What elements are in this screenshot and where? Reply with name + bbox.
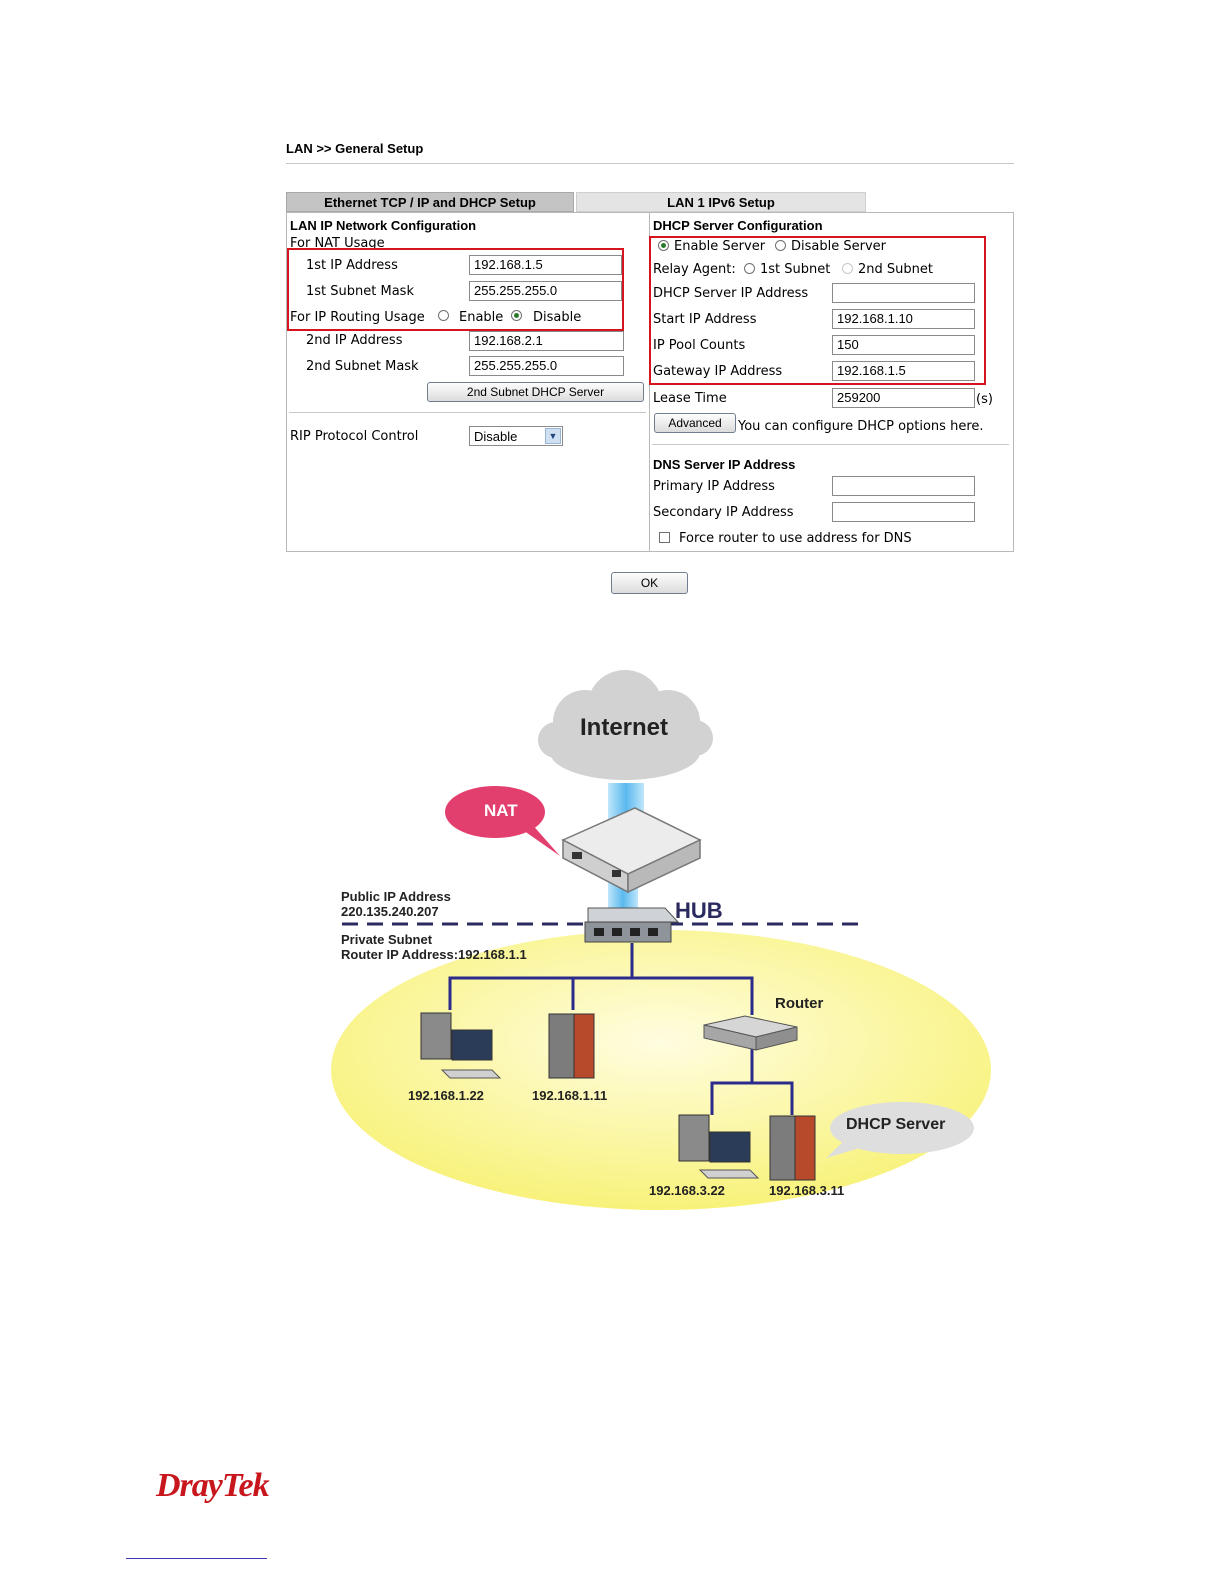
highlight-box-lan-ip <box>287 248 624 331</box>
mask1-label: 1st Subnet Mask <box>306 284 414 299</box>
enable-server-radio[interactable] <box>658 240 669 251</box>
ip2-label: 2nd IP Address <box>306 333 403 348</box>
relay-2nd-label: 2nd Subnet <box>858 262 933 277</box>
force-dns-checkbox[interactable] <box>659 532 670 543</box>
routing-disable-radio[interactable] <box>511 310 522 321</box>
header-divider <box>286 163 1014 164</box>
nat-router-icon <box>561 807 702 894</box>
footer-rule <box>126 1558 267 1559</box>
lease-time-input[interactable]: 259200 <box>832 388 975 408</box>
host-label: 192.168.1.22 <box>408 1088 484 1103</box>
public-ip-value: 220.135.240.207 <box>341 904 439 919</box>
pc-192-168-3-22-icon <box>678 1114 760 1179</box>
settings-panel <box>286 212 1014 552</box>
enable-server-label: Enable Server <box>674 239 766 254</box>
start-ip-input[interactable]: 192.168.1.10 <box>832 309 975 329</box>
hub-icon <box>584 907 680 943</box>
host-label: 192.168.3.11 <box>769 1183 845 1198</box>
secondary-dns-label: Secondary IP Address <box>653 505 794 520</box>
gateway-ip-label: Gateway IP Address <box>653 364 783 379</box>
mask1-input[interactable]: 255.255.255.0 <box>469 281 622 301</box>
private-subnet-title: Private Subnet <box>341 932 433 947</box>
routing-disable-label: Disable <box>533 310 582 325</box>
dns-heading: DNS Server IP Address <box>653 457 796 472</box>
dhcp-server-label: DHCP Server <box>846 1116 946 1133</box>
relay-1st-radio[interactable] <box>744 263 755 274</box>
relay-1st-label: 1st Subnet <box>760 262 831 277</box>
rip-label: RIP Protocol Control <box>290 429 419 444</box>
dhcp2-button[interactable]: 2nd Subnet DHCP Server <box>427 382 644 402</box>
lease-unit-label: (s) <box>976 392 993 407</box>
right-divider <box>652 444 1009 445</box>
relay-2nd-radio[interactable] <box>842 263 853 274</box>
chevron-down-icon[interactable]: ▼ <box>545 428 561 444</box>
host-label: 192.168.3.22 <box>649 1183 725 1198</box>
left-divider <box>289 412 646 413</box>
tab-lan1-ipv6[interactable]: LAN 1 IPv6 Setup <box>576 192 866 212</box>
server-192-168-3-11-icon <box>769 1115 816 1181</box>
lan-ip-heading: LAN IP Network Configuration <box>290 218 477 233</box>
advanced-hint: You can configure DHCP options here. <box>738 419 984 434</box>
primary-dns-label: Primary IP Address <box>653 479 775 494</box>
ip2-input[interactable]: 192.168.2.1 <box>469 331 624 351</box>
lan-router-icon <box>703 1015 798 1051</box>
router-ip-label: Router IP Address:192.168.1.1 <box>341 947 527 962</box>
pool-counts-input[interactable]: 150 <box>832 335 975 355</box>
highlight-box-dhcp <box>649 236 986 385</box>
server-192-168-1-11-icon <box>548 1013 595 1079</box>
mask2-input[interactable]: 255.255.255.0 <box>469 356 624 376</box>
ip1-input[interactable]: 192.168.1.5 <box>469 255 622 275</box>
nat-usage-label: For NAT Usage <box>290 236 385 251</box>
server-ip-input[interactable] <box>832 283 975 303</box>
routing-enable-radio[interactable] <box>438 310 449 321</box>
host-label: 192.168.1.11 <box>532 1088 608 1103</box>
ip1-label: 1st IP Address <box>306 258 398 273</box>
force-dns-label: Force router to use address for DNS <box>679 531 912 546</box>
mask2-label: 2nd Subnet Mask <box>306 359 419 374</box>
primary-dns-input[interactable] <box>832 476 975 496</box>
dhcp-heading: DHCP Server Configuration <box>653 218 823 233</box>
routing-label: For IP Routing Usage <box>290 310 425 325</box>
nat-label: NAT <box>484 801 518 820</box>
routing-enable-label: Enable <box>459 310 504 325</box>
public-ip-title: Public IP Address <box>341 889 451 904</box>
router-label: Router <box>775 995 824 1012</box>
pc-192-168-1-22-icon <box>420 1012 502 1079</box>
tab-ethernet-tcp-ip-dhcp[interactable]: Ethernet TCP / IP and DHCP Setup <box>286 192 574 212</box>
draytek-logo: DrayTek <box>156 1467 270 1504</box>
disable-server-label: Disable Server <box>791 239 886 254</box>
dhcp-server-callout <box>826 1102 974 1158</box>
server-ip-label: DHCP Server IP Address <box>653 286 809 301</box>
rip-select[interactable]: Disable ▼ <box>469 426 563 446</box>
lan-cables <box>448 943 794 1115</box>
rip-select-value: Disable <box>474 429 518 444</box>
start-ip-label: Start IP Address <box>653 312 757 327</box>
gateway-ip-input[interactable]: 192.168.1.5 <box>832 361 975 381</box>
secondary-dns-input[interactable] <box>832 502 975 522</box>
ok-button[interactable]: OK <box>611 572 688 594</box>
pool-counts-label: IP Pool Counts <box>653 338 746 353</box>
lease-time-label: Lease Time <box>653 391 727 406</box>
internet-label: Internet <box>580 714 669 741</box>
hub-label: HUB <box>675 898 723 923</box>
advanced-button[interactable]: Advanced <box>654 413 736 433</box>
relay-agent-label: Relay Agent: <box>653 262 736 277</box>
internet-cloud-icon <box>538 670 713 780</box>
disable-server-radio[interactable] <box>775 240 786 251</box>
nat-callout <box>445 786 560 856</box>
breadcrumb: LAN >> General Setup <box>286 141 424 156</box>
private-network-area <box>331 930 991 1210</box>
